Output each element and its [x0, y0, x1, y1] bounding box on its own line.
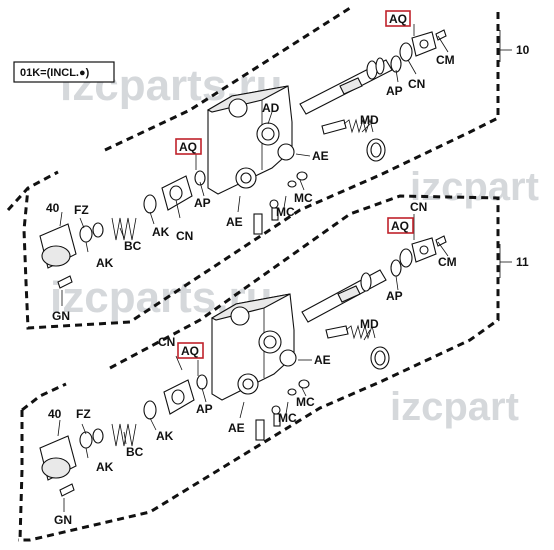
- upper-boundary: [22, 12, 500, 330]
- upper-spool: [299, 57, 393, 115]
- upper-assembly: 10: [6, 6, 530, 330]
- lower-spring-md: [325, 324, 390, 370]
- label-ak: AK: [96, 460, 114, 474]
- label-aq: AQ: [391, 219, 409, 233]
- label-cn: CN: [158, 335, 175, 349]
- label-ae: AE: [228, 421, 245, 435]
- label-40: 40: [46, 201, 60, 215]
- upper-left-parts: [39, 170, 206, 289]
- label-mc: MC: [278, 411, 297, 425]
- label-cm: CM: [438, 255, 457, 269]
- upper-spring-md: [321, 118, 386, 162]
- label-ae: AE: [314, 353, 331, 367]
- lower-valve-body: [210, 293, 297, 401]
- group-number-lower: 11: [516, 255, 529, 269]
- label-mc: MC: [276, 205, 295, 219]
- label-ae: AE: [312, 149, 329, 163]
- label-mc: MC: [296, 395, 315, 409]
- lower-spool: [301, 269, 387, 323]
- label-ad: AD: [262, 101, 280, 115]
- label-cm: CM: [436, 53, 455, 67]
- label-mc: MC: [294, 191, 313, 205]
- label-ap: AP: [386, 84, 403, 98]
- label-ap: AP: [194, 196, 211, 210]
- lower-left-parts: [39, 374, 208, 497]
- label-ak: AK: [152, 225, 170, 239]
- lower-assembly: 11: [18, 194, 529, 542]
- lower-boundary: [18, 194, 500, 542]
- upper-leaders: [59, 24, 449, 306]
- label-fz: FZ: [76, 407, 91, 421]
- lower-highlight-aq-mid: [177, 342, 204, 359]
- label-gn: GN: [54, 513, 72, 527]
- label-ae: AE: [226, 215, 243, 229]
- label-ap: AP: [196, 402, 213, 416]
- label-40: 40: [48, 407, 62, 421]
- label-aq: AQ: [181, 344, 199, 358]
- lower-leaders: [57, 214, 449, 512]
- label-ak: AK: [156, 429, 174, 443]
- label-aq: AQ: [389, 12, 407, 26]
- watermark-4: izcpart: [390, 385, 519, 429]
- upper-valve-body: [206, 85, 295, 195]
- legend-box: 01K=(INCL.●): [13, 61, 115, 83]
- upper-highlight-aq-top: [385, 10, 411, 27]
- legend-text: 01K=(INCL.●): [20, 67, 90, 79]
- label-bc: BC: [124, 239, 142, 253]
- upper-small-parts: [253, 171, 308, 235]
- group-number-upper: 10: [516, 43, 530, 57]
- upper-highlight-aq-mid: [175, 138, 202, 155]
- label-bc: BC: [126, 445, 144, 459]
- label-cn: CN: [408, 77, 425, 91]
- watermark-2: izcpart: [410, 165, 539, 209]
- label-aq: AQ: [179, 140, 197, 154]
- label-md: MD: [360, 113, 379, 127]
- label-fz: FZ: [74, 203, 89, 217]
- label-ak: AK: [96, 256, 114, 270]
- lower-right-cap: [390, 235, 447, 277]
- label-cn: CN: [176, 229, 193, 243]
- lower-highlight-aq-top: [387, 217, 414, 234]
- label-ap: AP: [386, 289, 403, 303]
- label-gn: GN: [52, 309, 70, 323]
- label-md: MD: [360, 317, 379, 331]
- label-cn: CN: [410, 200, 427, 214]
- lower-small-parts: [255, 379, 310, 441]
